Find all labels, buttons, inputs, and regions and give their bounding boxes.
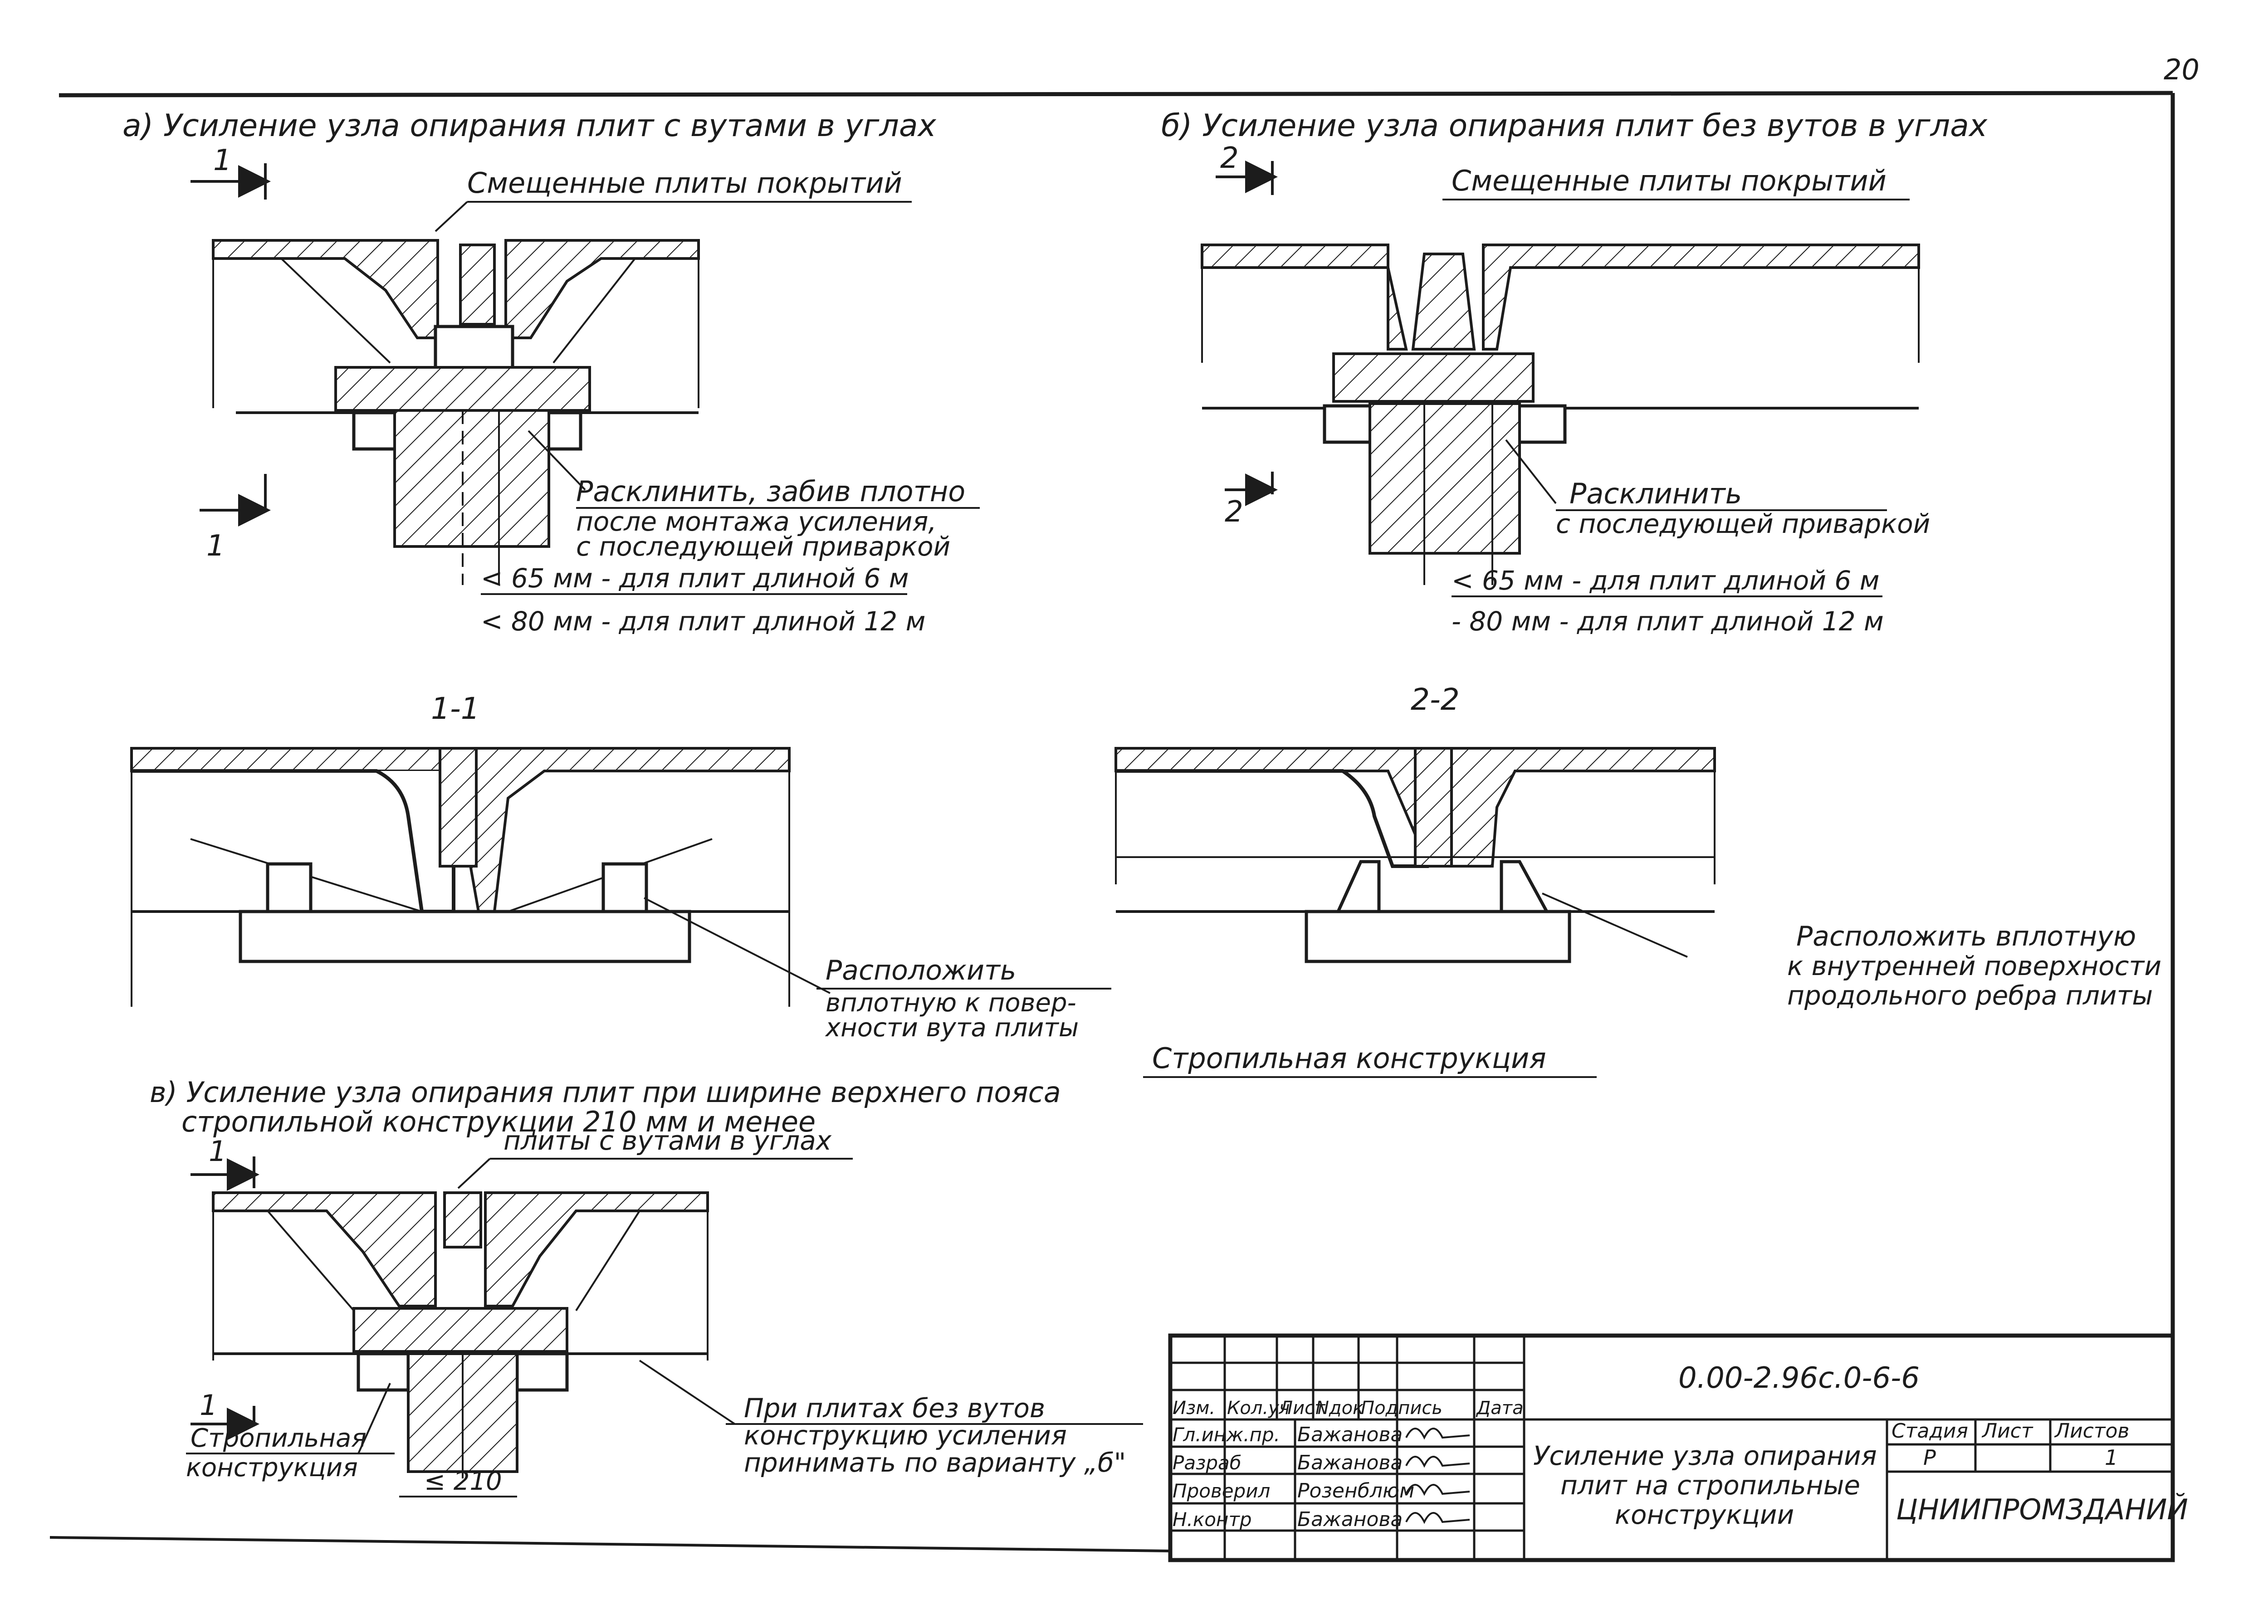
- svg-text:после монтажа усиления,: после монтажа усиления,: [576, 506, 937, 537]
- svg-text:Кол.уч: Кол.уч: [1227, 1398, 1290, 1419]
- page-number: 20: [2164, 53, 2200, 86]
- svg-text:Бажанова: Бажанова: [1297, 1423, 1403, 1446]
- svg-text:с последующей приваркой: с последующей приваркой: [1556, 508, 1930, 539]
- svg-text:Расклинить: Расклинить: [1569, 477, 1742, 510]
- view-b-cap-plate: [1332, 352, 1535, 403]
- section-mark-v-top: 1: [191, 1135, 259, 1191]
- view-a-slab-left: [212, 239, 439, 339]
- view-a-column: [393, 409, 550, 548]
- svg-text:Лист: Лист: [1981, 1419, 2033, 1443]
- svg-text:Стадия: Стадия: [1892, 1419, 1968, 1443]
- view-b-slab-left: [1201, 244, 1408, 351]
- view-b-dim1: < 65 мм - для плит длиной 6 м: [1452, 565, 1880, 596]
- svg-text:1: 1: [213, 144, 232, 177]
- view-b-angle-right: [1513, 404, 1567, 444]
- view-a-title: а) Усиление узла опирания плит с вутами …: [122, 108, 936, 144]
- svg-text:1: 1: [200, 1389, 217, 1422]
- view-v-title-2: стропильной конструкции 210 мм и менее: [181, 1105, 816, 1138]
- svg-text:Н.контр: Н.контр: [1173, 1508, 1252, 1531]
- section-mark-b-top: 2: [1216, 141, 1278, 195]
- view-v-detail: в) Усиление узла опирания плит при ширин…: [150, 1076, 1143, 1497]
- doc-code: 0.00-2.96с.0-6-6: [1678, 1361, 1920, 1395]
- svg-text:Р: Р: [1923, 1445, 1936, 1470]
- title-block: Изм. Кол.уч Лист Nдок Подпись Дата Гл.ин…: [1168, 1333, 2188, 1562]
- view-a-detail: а) Усиление узла опирания плит с вутами …: [122, 108, 980, 637]
- svg-text:Гл.инж.пр.: Гл.инж.пр.: [1173, 1424, 1280, 1446]
- view-b-detail: б) Усиление узла опирания плит без вутов…: [1161, 108, 1988, 637]
- svg-text:Nдок: Nдок: [1315, 1398, 1364, 1419]
- svg-text:Усиление узла опирания: Усиление узла опирания: [1533, 1440, 1877, 1471]
- section-1-1: 1-1 Расположить вплотную к повер- хности…: [130, 691, 1111, 1043]
- view-b-slab-label: Смещенные плиты покрытий: [1452, 164, 1887, 197]
- svg-text:к внутренней поверхности: к внутренней поверхности: [1787, 951, 2161, 981]
- svg-text:конструкцию усиления: конструкцию усиления: [744, 1420, 1067, 1451]
- svg-text:Расположить: Расположить: [826, 955, 1016, 986]
- svg-text:с последующей приваркой: с последующей приваркой: [576, 531, 950, 562]
- section-1-1-title: 1-1: [431, 691, 480, 726]
- svg-text:конструкция: конструкция: [186, 1453, 358, 1483]
- svg-text:Лист: Лист: [1278, 1398, 1326, 1419]
- section-mark-a-top: 1: [191, 144, 271, 200]
- section-2-2-title: 2-2: [1411, 682, 1460, 717]
- truss-label: Стропильная конструкция: [1152, 1042, 1546, 1075]
- svg-text:1: 1: [2105, 1445, 2118, 1470]
- svg-text:вплотную к повер-: вплотную к повер-: [826, 988, 1076, 1018]
- view-b-angle-left: [1323, 404, 1376, 444]
- svg-text:Расклинить, забив плотно: Расклинить, забив плотно: [576, 475, 965, 508]
- view-v-title-1: в) Усиление узла опирания плит при ширин…: [150, 1076, 1061, 1109]
- svg-text:2: 2: [1225, 495, 1243, 529]
- view-a-dim2: < 80 мм - для плит длиной 12 м: [481, 606, 925, 637]
- view-b-slab-right: [1482, 244, 1920, 351]
- svg-text:1: 1: [206, 529, 225, 563]
- section-mark-a-bottom: 1: [200, 474, 271, 563]
- svg-text:Изм.: Изм.: [1173, 1398, 1215, 1419]
- organization: ЦНИИПРОМЗДАНИЙ: [1896, 1492, 2188, 1526]
- svg-text:При плитах без вутов: При плитах без вутов: [744, 1393, 1045, 1424]
- svg-text:Проверил: Проверил: [1173, 1480, 1270, 1502]
- svg-text:Подпись: Подпись: [1361, 1398, 1442, 1419]
- view-a-slab-right: [504, 239, 700, 339]
- view-a-dim1: < 65 мм - для плит длиной 6 м: [481, 563, 909, 594]
- view-a-wedge: [459, 244, 496, 326]
- svg-text:принимать по варианту „б": принимать по варианту „б": [744, 1447, 1126, 1478]
- svg-text:2: 2: [1220, 141, 1239, 175]
- view-b-wedge: [1411, 253, 1476, 351]
- svg-text:продольного ребра плиты: продольного ребра плиты: [1787, 980, 2153, 1011]
- section-mark-b-bottom: 2: [1225, 472, 1278, 529]
- svg-text:1: 1: [209, 1135, 226, 1168]
- section-2-2: 2-2 Расположить вплотную к внутренней по…: [1114, 682, 2161, 1011]
- svg-text:плиты с вутами в углах: плиты с вутами в углах: [503, 1125, 832, 1156]
- view-v-dim: ≤ 210: [424, 1467, 502, 1496]
- svg-text:конструкции: конструкции: [1615, 1499, 1794, 1530]
- view-a-slab-label: Смещенные плиты покрытий: [467, 166, 902, 200]
- svg-text:Розенблюм: Розенблюм: [1297, 1479, 1414, 1502]
- view-a-cap-plate: [334, 366, 591, 412]
- view-b-title: б) Усиление узла опирания плит без вутов…: [1161, 108, 1988, 144]
- svg-text:Разраб: Разраб: [1173, 1452, 1242, 1474]
- section-mark-v-bottom: 1: [191, 1389, 259, 1440]
- view-b-dim2: - 80 мм - для плит длиной 12 м: [1452, 606, 1884, 637]
- svg-text:Стропильная: Стропильная: [191, 1424, 367, 1453]
- svg-text:хности вута плиты: хности вута плиты: [825, 1013, 1079, 1043]
- svg-text:Листов: Листов: [2054, 1419, 2129, 1443]
- svg-text:Бажанова: Бажанова: [1297, 1451, 1403, 1474]
- svg-text:Бажанова: Бажанова: [1297, 1508, 1403, 1531]
- svg-text:Расположить вплотную: Расположить вплотную: [1796, 921, 2136, 952]
- svg-text:Дата: Дата: [1476, 1398, 1524, 1419]
- svg-text:плит на стропильные: плит на стропильные: [1560, 1470, 1860, 1501]
- view-b-column: [1369, 402, 1521, 555]
